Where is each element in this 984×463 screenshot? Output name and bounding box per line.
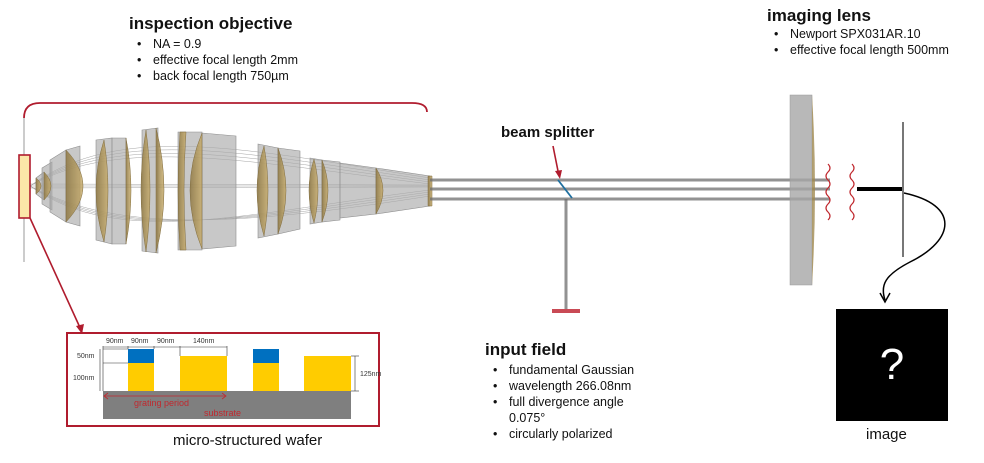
dim-gap1: 90nm	[106, 338, 124, 345]
axis-break-right	[849, 163, 855, 221]
dim-width-stacked: 90nm	[131, 338, 149, 345]
imaging-lens-surface	[812, 95, 815, 285]
beam-path	[430, 178, 830, 310]
dim-width-wide: 140nm	[193, 338, 215, 345]
beam-splitter-element	[557, 179, 573, 199]
objective-bracket	[23, 102, 428, 119]
pillar-top-layer	[128, 349, 154, 363]
beam-splitter-label: beam splitter	[501, 124, 595, 141]
wafer-callout-line	[29, 217, 83, 333]
objective-lens-stack	[29, 127, 433, 254]
objective-spec: NA = 0.9	[133, 36, 298, 52]
input-field-spec: fundamental Gaussian	[489, 362, 649, 378]
input-field-specs: fundamental Gaussian wavelength 266.08nm…	[489, 362, 649, 442]
objective-spec: effective focal length 2mm	[133, 52, 298, 68]
imaging-lens-title: imaging lens	[767, 6, 871, 25]
dim-wide-height: 125nm	[360, 371, 382, 378]
dim-gap2: 90nm	[157, 338, 175, 345]
imaging-lens-spec: effective focal length 500mm	[770, 42, 949, 58]
objective-title: inspection objective	[129, 14, 293, 33]
input-field-spec: wavelength 266.08nm	[489, 378, 649, 394]
input-field-spec: circularly polarized	[489, 426, 649, 442]
pillar-bottom-layer	[128, 363, 154, 391]
wafer-caption: micro-structured wafer	[173, 432, 323, 449]
axis-break-left	[825, 163, 831, 221]
imaging-lens-specs: Newport SPX031AR.10 effective focal leng…	[770, 26, 949, 58]
objective-spec: back focal length 750µm	[133, 68, 298, 84]
pillar-wide	[180, 356, 227, 391]
imaging-lens-spec: Newport SPX031AR.10	[770, 26, 949, 42]
output-arrow-curve	[882, 192, 946, 301]
question-mark-icon: ?	[879, 340, 905, 389]
substrate-label: substrate	[204, 408, 241, 418]
wafer-inset: 90nm 90nm 90nm 140nm 50nm 100nm 125nm gr…	[66, 332, 382, 427]
wafer-callout-arrowhead	[76, 324, 84, 334]
input-source-marker	[552, 309, 580, 313]
pillar-wide	[304, 356, 351, 391]
pillar-top-layer	[253, 349, 279, 363]
input-field-spec: full divergence angle 0.075°	[489, 394, 649, 426]
grating-period-label: grating period	[134, 398, 189, 408]
output-image-caption: image	[866, 426, 907, 443]
pillar-bottom-layer	[253, 363, 279, 391]
beam-splitter-arrowhead	[555, 170, 562, 179]
objective-specs: NA = 0.9 effective focal length 2mm back…	[133, 36, 298, 84]
dim-top-layer-height: 50nm	[77, 353, 95, 360]
dim-bottom-layer-height: 100nm	[73, 375, 95, 382]
output-image-placeholder: ?	[836, 309, 948, 421]
wafer-marker	[18, 154, 31, 219]
input-field-title: input field	[485, 340, 567, 359]
imaging-lens	[789, 94, 813, 286]
output-arrowhead	[879, 292, 891, 304]
